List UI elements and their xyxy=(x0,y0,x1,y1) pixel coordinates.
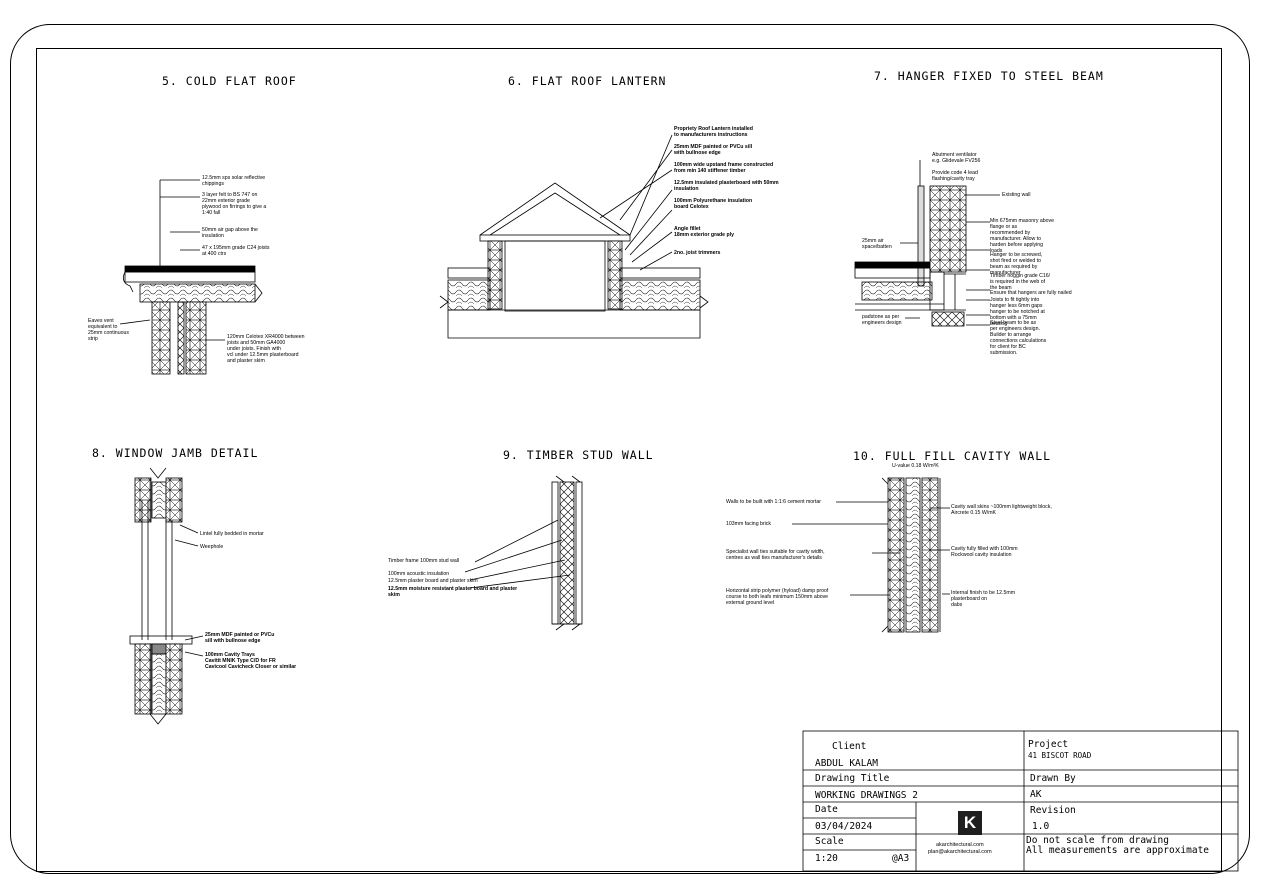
date-value: 03/04/2024 xyxy=(815,821,873,832)
detail-6-title: 6. FLAT ROOF LANTERN xyxy=(508,74,667,88)
detail-5-note-eaves-vent: Eaves vent equivalent to 25mm continuous… xyxy=(88,318,129,342)
drawn-by-label: Drawn By xyxy=(1030,773,1076,784)
drawing-title-label: Drawing Title xyxy=(815,773,890,784)
scale-value: 1:20 xyxy=(815,853,838,864)
detail-5-note-joists: 47 x 195mm grade C24 joists at 400 ctrs xyxy=(202,245,270,257)
detail-5-title: 5. COLD FLAT ROOF xyxy=(162,74,297,88)
company-logo: K xyxy=(958,811,982,835)
detail-10-title: 10. FULL FILL CAVITY WALL xyxy=(853,449,1052,463)
detail-7-note-air-space: 25mm air space/batten xyxy=(862,238,892,250)
detail-10-note-mortar: Walls to be built with 1:1:6 cement mort… xyxy=(726,499,821,505)
detail-6-note-plasterboard: 12.5mm insulated plasterboard with 50mm … xyxy=(674,180,779,192)
detail-5-note-insulation: 120mm Celotex XR4000 between joists and … xyxy=(227,334,305,364)
logo-letter: K xyxy=(963,813,977,832)
detail-6-note-upstand: 100mm wide upstand frame constructed fro… xyxy=(674,162,774,174)
sheet-inner-border xyxy=(36,48,1222,872)
scale-label: Scale xyxy=(815,836,844,847)
detail-7-note-ventilator: Abutment ventilator e.g. Glidevale FV256 xyxy=(932,152,981,164)
detail-5-note-felt: 3 layer felt to BS 747 on 22mm exterior … xyxy=(202,192,267,216)
detail-10-note-dpc: Horizontal strip polymer (hyload) damp p… xyxy=(726,588,829,606)
detail-8-note-weephole: Weephole xyxy=(200,544,224,550)
detail-6-note-trimmers: 2no. joist trimmers xyxy=(674,250,721,256)
detail-9-note-moisture: 12.5mm moisture resistant plaster board … xyxy=(388,586,518,598)
date-label: Date xyxy=(815,804,838,815)
company-email: plan@akarchitectural.com xyxy=(928,849,992,855)
detail-6-note-sill: 25mm MDF painted or PVCu sill with bulln… xyxy=(674,144,753,156)
company-website: akarchitectural.com xyxy=(936,842,984,848)
detail-8-note-lintel: Lintel fully bedded in mortar xyxy=(200,531,264,537)
client-label: Client xyxy=(832,741,867,752)
drawn-by-value: AK xyxy=(1030,789,1042,800)
disclaimer-measurements: All measurements are approximate xyxy=(1026,845,1210,856)
client-value: ABDUL KALAM xyxy=(815,758,878,769)
revision-value: 1.0 xyxy=(1032,821,1050,832)
sheet-outer-border xyxy=(10,24,1250,874)
detail-9-note-stud-wall: Timber frame 100mm stud wall xyxy=(388,558,460,564)
detail-7-note-masonry: Min 675mm masonry above flange or as rec… xyxy=(990,218,1055,254)
detail-8-note-sill: 25mm MDF painted or PVCu sill with bulln… xyxy=(205,632,275,644)
detail-6-note-polyurethane: 100mm Polyurethane insulation board Celo… xyxy=(674,198,753,210)
detail-7-note-nailed: Ensure that hangers are fully nailed xyxy=(990,290,1072,296)
detail-8-title: 8. WINDOW JAMB DETAIL xyxy=(92,446,259,460)
detail-7-note-noggin: Timber noggin grade C16/ is required in … xyxy=(990,273,1051,291)
detail-6-note-lantern: Propriety Roof Lantern installed to manu… xyxy=(674,126,753,138)
detail-7-note-padstone: padstone as per engineers design xyxy=(862,314,902,326)
detail-10-note-cavity-skins: Cavity wall skins ~100mm lightweight blo… xyxy=(951,504,1052,516)
disclaimer-scale: Do not scale from drawing xyxy=(1026,835,1169,846)
drawing-title-value: WORKING DRAWINGS 2 xyxy=(815,790,918,801)
detail-7-note-existing-wall: Existing wall xyxy=(1002,192,1031,198)
detail-7-note-steel-beam: Steel beam to be as per engineers design… xyxy=(990,320,1047,356)
detail-10-note-wall-ties: Specialist wall ties suitable for cavity… xyxy=(726,549,825,561)
detail-10-note-insulation: Cavity fully filled with 100mm Rockwool … xyxy=(951,546,1018,558)
detail-7-note-flashing: Provide code 4 lead flashing/cavity tray xyxy=(932,170,978,182)
project-value: 41 BISCOT ROAD xyxy=(1028,751,1092,760)
detail-6-note-angle-fillet: Angle fillet 18mm exterior grade ply xyxy=(674,226,734,238)
project-label: Project xyxy=(1028,739,1069,750)
detail-5-note-chippings: 12.5mm sps solar reflective chippings xyxy=(202,175,266,187)
revision-label: Revision xyxy=(1030,805,1076,816)
detail-10-subtitle: U-value 0.18 W/m²K xyxy=(892,463,939,469)
paper-size: @A3 xyxy=(892,853,910,864)
detail-7-note-joists: Joists to fit tightly into hanger less 6… xyxy=(990,297,1045,327)
detail-7-title: 7. HANGER FIXED TO STEEL BEAM xyxy=(874,69,1104,83)
detail-7-note-hanger: Hanger to be screwed, shot fired or weld… xyxy=(990,252,1043,276)
detail-9-title: 9. TIMBER STUD WALL xyxy=(503,448,654,462)
detail-9-note-plasterboard: 12.5mm plaster board and plaster skim xyxy=(388,578,478,584)
detail-10-note-facing-brick: 103mm facing brick xyxy=(726,521,771,527)
detail-5-note-air-gap: 50mm air gap above the insulation xyxy=(202,227,258,239)
detail-9-note-acoustic: 100mm acoustic insulation xyxy=(388,571,450,577)
detail-8-note-cavity-trays: 100mm Cavity Trays Cavitit MNIK Type C/D… xyxy=(205,652,297,670)
detail-10-note-internal-finish: Internal finish to be 12.5mm plasterboar… xyxy=(951,590,1016,608)
